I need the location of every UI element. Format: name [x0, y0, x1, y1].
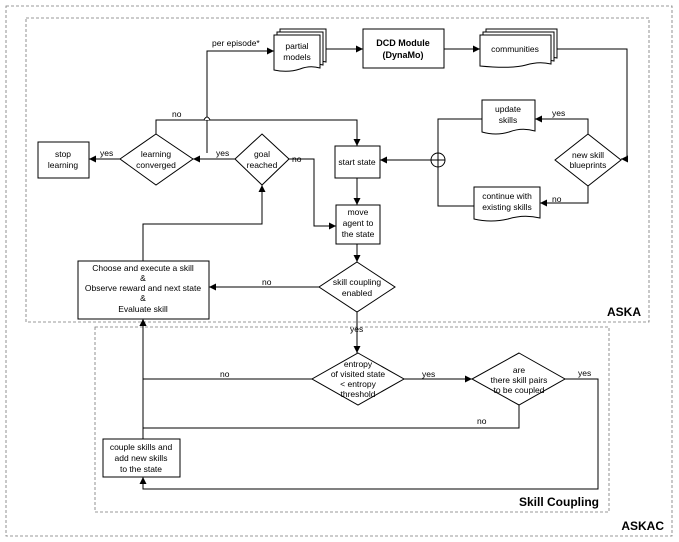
start-state-node: start state — [334, 145, 381, 179]
svg-text:communities: communities — [491, 44, 539, 54]
edge-update-merge — [437, 118, 482, 153]
label-no-pairs: no — [477, 416, 487, 426]
edge-pairs-yes — [139, 378, 599, 490]
goal-reached-node: goal reached — [234, 133, 290, 186]
label-yes-update: yes — [552, 108, 565, 118]
stop-learning-node: stop learning — [37, 141, 90, 179]
svg-text:new skill: new skill — [572, 150, 604, 160]
svg-text:Evaluate skill: Evaluate skill — [118, 304, 168, 314]
svg-text:learning: learning — [141, 149, 172, 159]
edge-pairs-no — [143, 405, 520, 429]
svg-text:&: & — [140, 273, 146, 283]
svg-text:&: & — [140, 293, 146, 303]
edge-blueprints-continue — [540, 186, 589, 207]
svg-text:enabled: enabled — [342, 288, 373, 298]
merge-junction — [430, 152, 446, 168]
svg-text:are: are — [513, 365, 526, 375]
edge-communities-blueprints — [557, 48, 628, 163]
aska-label: ASKA — [607, 305, 641, 319]
svg-text:converged: converged — [136, 160, 176, 170]
communities-node: communities — [479, 28, 558, 68]
edge-continue-merge — [437, 167, 474, 207]
svg-text:(DynaMo): (DynaMo) — [383, 50, 424, 60]
svg-text:continue with: continue with — [482, 191, 532, 201]
svg-text:goal: goal — [254, 149, 270, 159]
svg-text:skills: skills — [499, 115, 517, 125]
svg-text:DCD Module: DCD Module — [376, 38, 430, 48]
label-per-episode: per episode* — [212, 38, 260, 48]
label-yes-goal: yes — [216, 148, 229, 158]
label-no-goal: no — [292, 154, 302, 164]
svg-text:of visited state: of visited state — [331, 369, 386, 379]
label-no-converged: no — [172, 109, 182, 119]
skill-coupling-label: Skill Coupling — [519, 495, 599, 509]
label-no-entropy: no — [220, 369, 230, 379]
svg-text:to the state: to the state — [120, 464, 162, 474]
skill-coupling-enabled-node: skill coupling enabled — [318, 261, 396, 313]
edge-converged-no — [155, 119, 361, 146]
svg-text:couple skills and: couple skills and — [110, 442, 173, 452]
svg-text:the state: the state — [342, 229, 375, 239]
edge-crossing — [203, 116, 211, 121]
svg-text:reached: reached — [247, 160, 278, 170]
label-yes-stop: yes — [100, 148, 113, 158]
aska-region — [25, 17, 650, 323]
new-skill-blueprints-node: new skill blueprints — [554, 133, 622, 187]
entropy-threshold-node: entropy of visited state < entropy thres… — [310, 352, 406, 406]
label-yes-coupling: yes — [350, 324, 363, 334]
svg-text:add new skills: add new skills — [115, 453, 168, 463]
move-agent-node: move agent to the state — [335, 204, 381, 245]
edge-choose-goal — [142, 185, 266, 261]
svg-text:< entropy: < entropy — [340, 379, 376, 389]
askac-label: ASKAC — [621, 519, 664, 533]
svg-text:move: move — [348, 207, 369, 217]
learning-converged-node: learning converged — [119, 133, 194, 186]
choose-execute-skill-node: Choose and execute a skill & Observe rew… — [77, 260, 210, 320]
svg-text:blueprints: blueprints — [570, 160, 607, 170]
label-yes-pairs: yes — [578, 368, 591, 378]
svg-text:stop: stop — [55, 149, 71, 159]
skill-coupling-region — [94, 326, 610, 513]
svg-text:entropy: entropy — [344, 359, 373, 369]
continue-existing-node: continue with existing skills — [473, 186, 541, 222]
svg-text:update: update — [495, 104, 521, 114]
svg-text:skill coupling: skill coupling — [333, 277, 381, 287]
skill-pairs-node: are there skill pairs to be coupled — [470, 352, 567, 406]
edge-goal-no — [289, 158, 336, 230]
svg-text:start state: start state — [338, 157, 376, 167]
label-no-continue: no — [552, 194, 562, 204]
svg-text:existing skills: existing skills — [482, 202, 532, 212]
svg-text:to be coupled: to be coupled — [493, 385, 544, 395]
svg-text:Observe reward and next state: Observe reward and next state — [85, 283, 202, 293]
svg-text:models: models — [283, 52, 310, 62]
partial-models-node: partial models — [273, 28, 327, 72]
svg-text:partial: partial — [285, 41, 308, 51]
label-no-coupling: no — [262, 277, 272, 287]
edge-blueprints-update — [535, 115, 589, 134]
couple-skills-node: couple skills and add new skills to the … — [102, 438, 181, 478]
askac-region — [5, 5, 673, 537]
svg-text:threshold: threshold — [341, 389, 376, 399]
svg-text:agent to: agent to — [343, 218, 374, 228]
update-skills-node: update skills — [481, 99, 536, 135]
label-yes-entropy: yes — [422, 369, 435, 379]
svg-text:there skill pairs: there skill pairs — [491, 375, 548, 385]
dcd-module-node: DCD Module (DynaMo) — [362, 28, 445, 69]
svg-text:learning: learning — [48, 160, 79, 170]
svg-text:Choose and execute a skill: Choose and execute a skill — [92, 263, 194, 273]
